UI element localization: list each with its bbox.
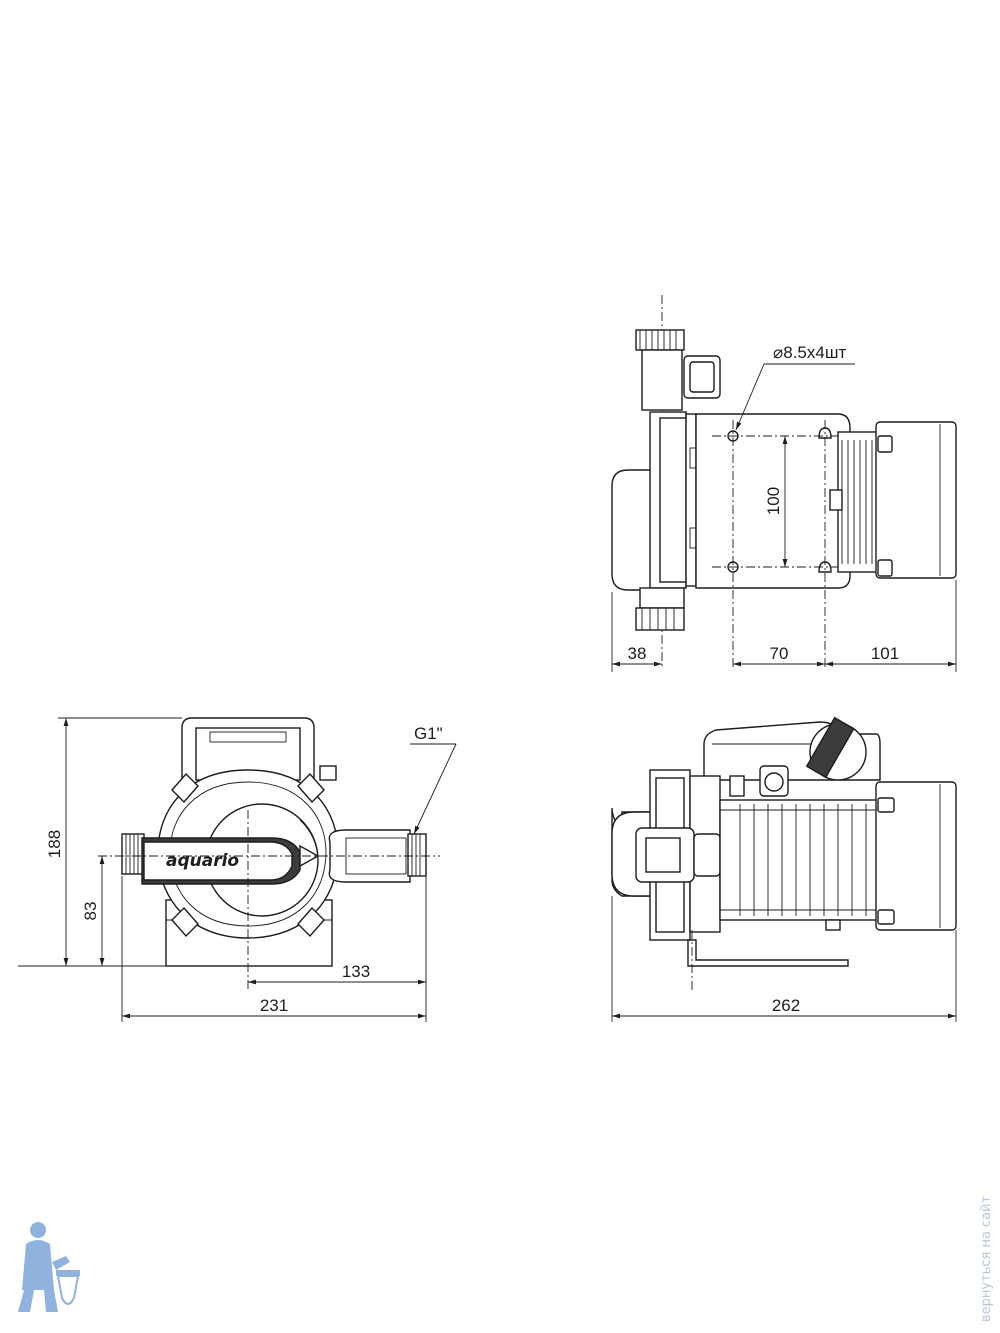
dim-hole-diameter: ⌀8.5х4шт [773, 343, 846, 362]
mascot-logo [18, 1222, 80, 1312]
dim-overall-length: 262 [772, 996, 800, 1015]
front-view: aquario 188 83 133 231 G1" [18, 717, 457, 1022]
dim-motor-length: 101 [871, 644, 899, 663]
dim-overall-height: 188 [45, 830, 64, 858]
dim-inlet-offset: 38 [628, 644, 647, 663]
brand-logo: aquario [166, 851, 239, 871]
dim-half-width: 133 [342, 962, 370, 981]
top-view: 100 ⌀8.5х4шт 38 70 101 [611, 295, 957, 672]
side-view: 262 [611, 716, 957, 1022]
site-watermark: вернуться на сайт [979, 1195, 994, 1322]
dim-axis-height: 83 [81, 902, 100, 921]
dim-overall-width: 231 [260, 996, 288, 1015]
dim-thread: G1" [414, 724, 443, 743]
dim-hole-spacing: 100 [764, 487, 783, 515]
dim-hole-pitch: 70 [770, 644, 789, 663]
